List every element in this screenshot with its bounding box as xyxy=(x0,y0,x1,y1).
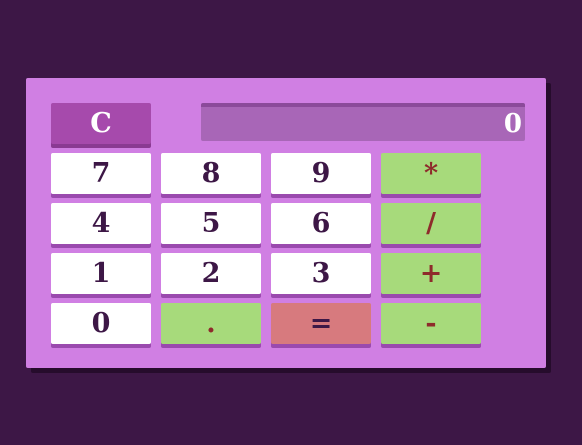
divide-button[interactable]: / xyxy=(381,203,481,244)
digit-3-button[interactable]: 3 xyxy=(271,253,371,294)
digit-4-button[interactable]: 4 xyxy=(51,203,151,244)
digit-5-button[interactable]: 5 xyxy=(161,203,261,244)
decimal-button[interactable]: . xyxy=(161,303,261,344)
clear-button[interactable]: C xyxy=(51,103,151,144)
display-screen: 0 xyxy=(201,103,525,141)
calculator: C 0 7 8 9 * 4 5 6 / 1 2 3 + 0 . = - xyxy=(26,78,546,368)
digit-6-button[interactable]: 6 xyxy=(271,203,371,244)
display-value: 0 xyxy=(503,109,522,139)
digit-1-button[interactable]: 1 xyxy=(51,253,151,294)
digit-8-button[interactable]: 8 xyxy=(161,153,261,194)
digit-2-button[interactable]: 2 xyxy=(161,253,261,294)
add-button[interactable]: + xyxy=(381,253,481,294)
subtract-button[interactable]: - xyxy=(381,303,481,344)
digit-0-button[interactable]: 0 xyxy=(51,303,151,344)
equals-button[interactable]: = xyxy=(271,303,371,344)
digit-7-button[interactable]: 7 xyxy=(51,153,151,194)
multiply-button[interactable]: * xyxy=(381,153,481,194)
digit-9-button[interactable]: 9 xyxy=(271,153,371,194)
